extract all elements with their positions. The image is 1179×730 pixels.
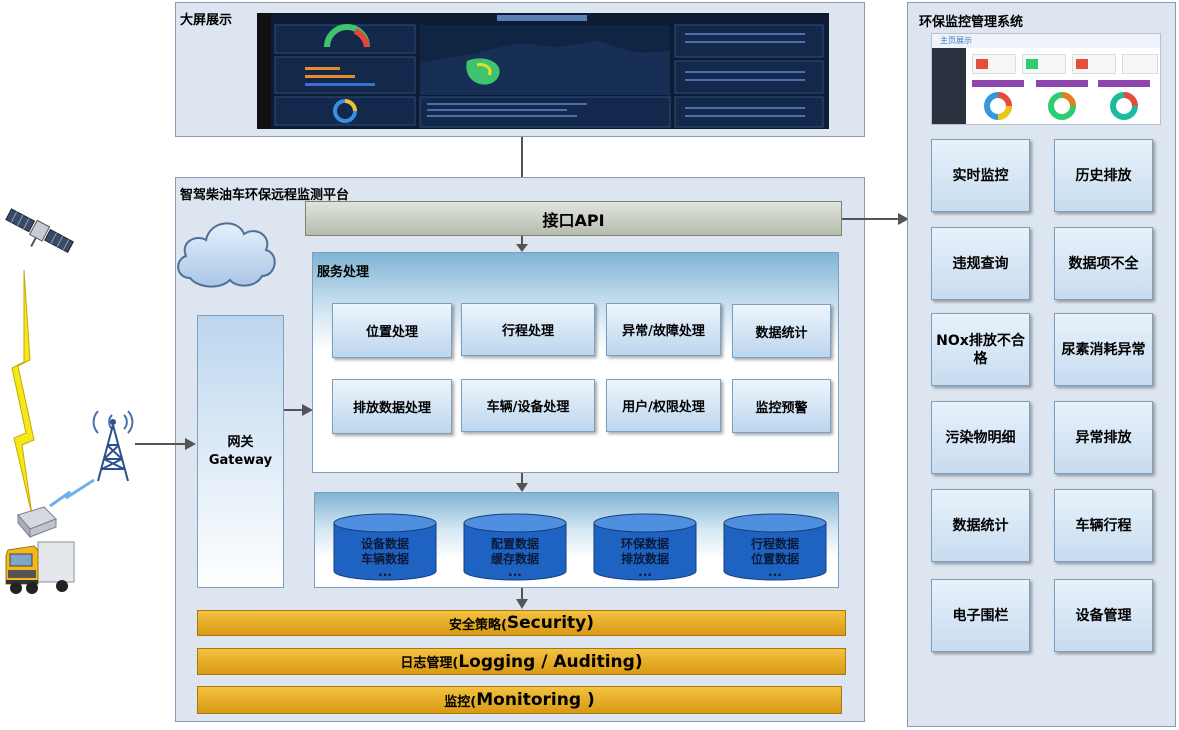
env-item-pollutant-detail[interactable]: 污染物明细 <box>931 401 1030 474</box>
service-item-vehicle-device: 车辆/设备处理 <box>461 379 595 432</box>
service-item-monitor-alert: 监控预警 <box>732 379 831 433</box>
service-item-emission: 排放数据处理 <box>332 379 452 434</box>
satellite-icon <box>5 208 74 254</box>
platform-title: 智驾柴油车环保远程监测平台 <box>180 188 350 203</box>
env-item-device-management[interactable]: 设备管理 <box>1054 579 1153 652</box>
service-title: 服务处理 <box>317 265 370 280</box>
arrow-api-to-service <box>516 236 528 252</box>
big-screen-title: 大屏展示 <box>180 13 233 28</box>
gateway-box: 网关 Gateway <box>197 315 284 588</box>
env-item-realtime-monitor[interactable]: 实时监控 <box>931 139 1030 212</box>
service-item-fault: 异常/故障处理 <box>606 303 721 356</box>
env-item-violation-query[interactable]: 违规查询 <box>931 227 1030 300</box>
api-label: 接口API <box>542 210 605 230</box>
gateway-label-en: Gateway <box>208 452 273 468</box>
env-item-abnormal-emission[interactable]: 异常排放 <box>1054 401 1153 474</box>
env-item-nox-unqualified[interactable]: NOx排放不合格 <box>931 313 1030 386</box>
service-item-statistics: 数据统计 <box>732 304 831 358</box>
logging-bar: 日志管理(Logging / Auditing) <box>197 648 846 675</box>
arrow-data-to-security <box>516 588 528 609</box>
database-cylinder-device: 设备数据 车辆数据 ... <box>333 513 437 581</box>
cloud-icon <box>177 222 276 288</box>
arrow-service-to-data <box>516 473 528 492</box>
env-item-history-emission[interactable]: 历史排放 <box>1054 139 1153 212</box>
env-system-title: 环保监控管理系统 <box>919 15 1024 30</box>
database-cylinder-config: 配置数据 缓存数据 ... <box>463 513 567 581</box>
thumb-tab-label: 主页展示 <box>940 36 972 45</box>
env-item-data-statistics[interactable]: 数据统计 <box>931 489 1030 562</box>
service-item-location: 位置处理 <box>332 303 452 358</box>
dashboard-screenshot <box>257 13 829 129</box>
big-screen-panel: 大屏展示 <box>175 2 865 137</box>
arrow-tower-to-gateway <box>135 438 196 450</box>
service-box: 服务处理 <box>312 252 839 473</box>
service-item-user-permission: 用户/权限处理 <box>606 379 721 432</box>
terminal-device-icon <box>17 506 57 539</box>
truck-icon <box>5 541 75 594</box>
monitoring-bar: 监控(Monitoring ) <box>197 686 842 714</box>
arrow-api-to-env-system <box>842 213 909 225</box>
api-bar: 接口API <box>305 201 842 236</box>
signal-zigzag-icon <box>49 478 95 508</box>
service-item-trip: 行程处理 <box>461 303 595 356</box>
env-item-incomplete-data[interactable]: 数据项不全 <box>1054 227 1153 300</box>
cell-tower-icon <box>92 410 134 482</box>
lightning-icon <box>11 270 35 515</box>
env-item-urea-abnormal[interactable]: 尿素消耗异常 <box>1054 313 1153 386</box>
env-item-geofence[interactable]: 电子围栏 <box>931 579 1030 652</box>
database-cylinder-trip: 行程数据 位置数据 ... <box>723 513 827 581</box>
arrow-gateway-to-service <box>284 404 313 416</box>
database-cylinder-environment: 环保数据 排放数据 ... <box>593 513 697 581</box>
env-item-vehicle-trip[interactable]: 车辆行程 <box>1054 489 1153 562</box>
gateway-label-cn: 网关 <box>227 434 254 450</box>
security-bar: 安全策略(Security) <box>197 610 846 636</box>
env-system-screenshot: 主页展示 <box>931 33 1161 125</box>
